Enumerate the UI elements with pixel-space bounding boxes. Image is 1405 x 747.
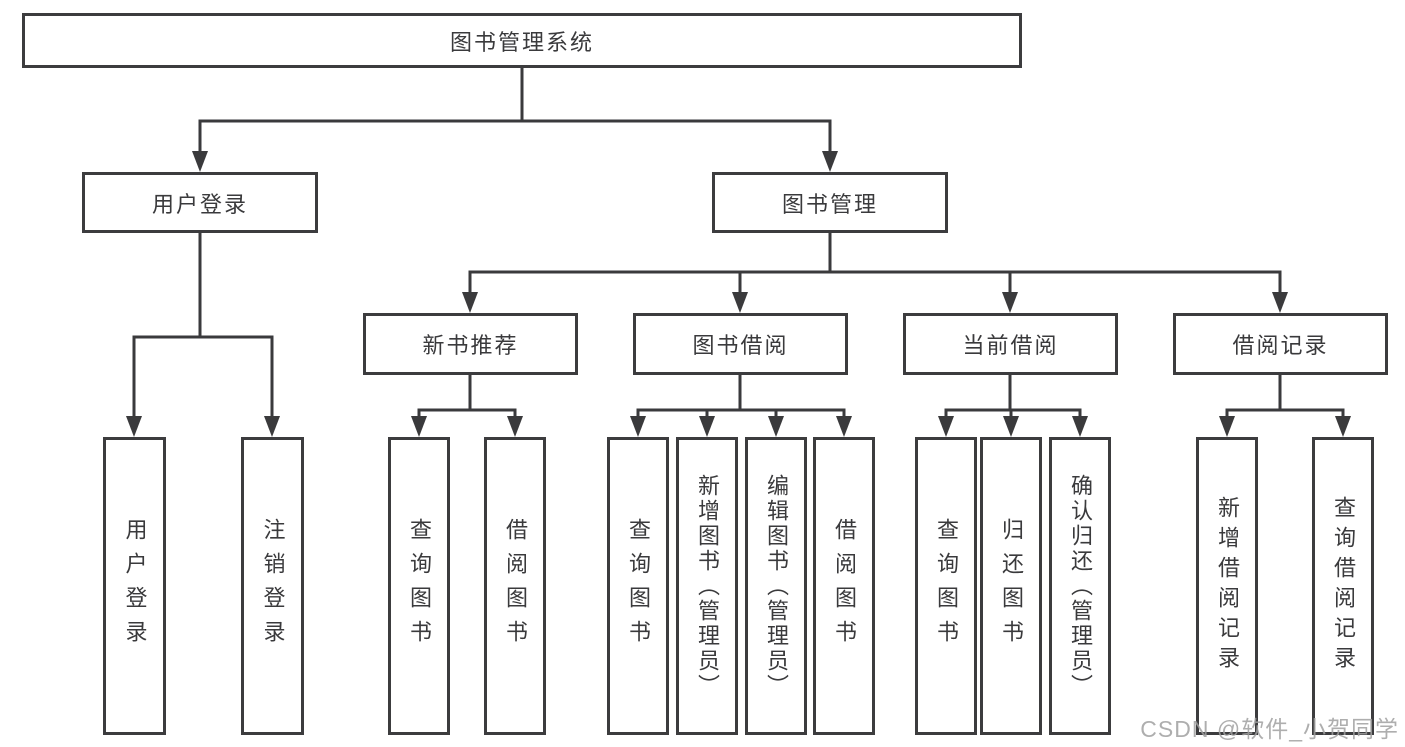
node-root: 图书管理系统	[22, 13, 1022, 68]
leaf-recommend-query-books: 查询图书	[388, 437, 450, 735]
leaf-confirm-return-admin: 确认归还（管理员）	[1049, 437, 1111, 735]
leaf-logout: 注销登录	[241, 437, 304, 735]
node-book-management: 图书管理	[712, 172, 948, 233]
leaf-borrowing-borrow-books: 借阅图书	[813, 437, 875, 735]
leaf-add-borrow-record: 新增借阅记录	[1196, 437, 1258, 735]
node-user-login: 用户登录	[82, 172, 318, 233]
leaf-borrowing-query-books: 查询图书	[607, 437, 669, 735]
node-current-borrowing: 当前借阅	[903, 313, 1118, 375]
leaf-query-borrow-record: 查询借阅记录	[1312, 437, 1374, 735]
leaf-return-books: 归还图书	[980, 437, 1042, 735]
watermark: CSDN @软件_小贺同学	[1140, 716, 1399, 742]
leaf-user-login: 用户登录	[103, 437, 166, 735]
node-borrowing-records: 借阅记录	[1173, 313, 1388, 375]
node-book-borrowing: 图书借阅	[633, 313, 848, 375]
leaf-recommend-borrow-books: 借阅图书	[484, 437, 546, 735]
leaf-edit-books-admin: 编辑图书（管理员）	[745, 437, 807, 735]
leaf-add-books-admin: 新增图书（管理员）	[676, 437, 738, 735]
node-new-book-recommend: 新书推荐	[363, 313, 578, 375]
leaf-current-query-books: 查询图书	[915, 437, 977, 735]
